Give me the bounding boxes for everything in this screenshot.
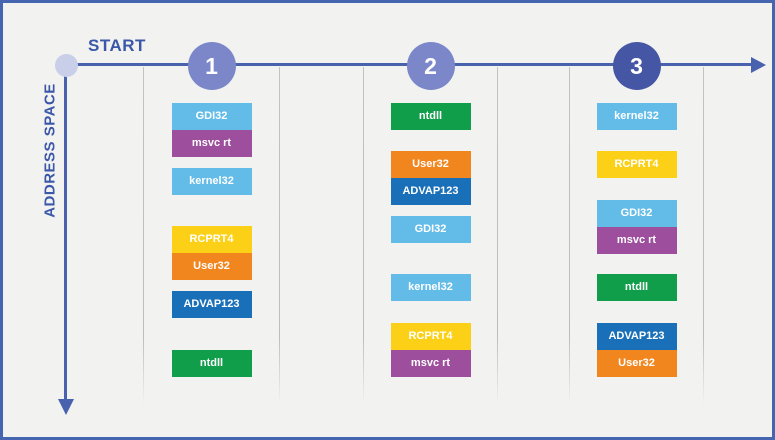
module-block-rcprt4: RCPRT4 [596, 151, 677, 178]
module-block-msvc-rt: msvc rt [390, 350, 471, 377]
boot-number-circle-3: 3 [612, 42, 661, 90]
module-block-kernel32: kernel32 [596, 103, 677, 130]
lane-divider-lines [363, 67, 498, 405]
origin-dot-icon [55, 54, 78, 77]
module-block-msvc-rt: msvc rt [596, 227, 677, 254]
boot-number-circle-2: 2 [406, 42, 455, 90]
address-space-axis-line [64, 65, 67, 401]
lane-divider-lines [569, 67, 704, 405]
lane-divider-lines [143, 67, 280, 405]
module-block-gdi32: GDI32 [171, 103, 252, 130]
boot-number-circle-1: 1 [187, 42, 236, 90]
module-block-kernel32: kernel32 [390, 274, 471, 301]
module-block-gdi32: GDI32 [596, 200, 677, 227]
module-block-advap123: ADVAP123 [596, 323, 677, 350]
module-block-ntdll: ntdll [390, 103, 471, 130]
module-block-user32: User32 [596, 350, 677, 377]
module-block-user32: User32 [390, 151, 471, 178]
module-block-ntdll: ntdll [596, 274, 677, 301]
module-block-rcprt4: RCPRT4 [171, 226, 252, 253]
module-block-rcprt4: RCPRT4 [390, 323, 471, 350]
module-block-user32: User32 [171, 253, 252, 280]
module-block-gdi32: GDI32 [390, 216, 471, 243]
module-block-advap123: ADVAP123 [390, 178, 471, 205]
module-block-msvc-rt: msvc rt [171, 130, 252, 157]
module-block-ntdll: ntdll [171, 350, 252, 377]
module-block-advap123: ADVAP123 [171, 291, 252, 318]
address-space-arrowhead-icon [58, 399, 74, 415]
start-label: START [88, 36, 146, 55]
address-space-axis-label: ADDRESS SPACE [41, 83, 59, 218]
module-block-kernel32: kernel32 [171, 168, 252, 195]
timeline-arrowhead-icon [751, 57, 766, 73]
